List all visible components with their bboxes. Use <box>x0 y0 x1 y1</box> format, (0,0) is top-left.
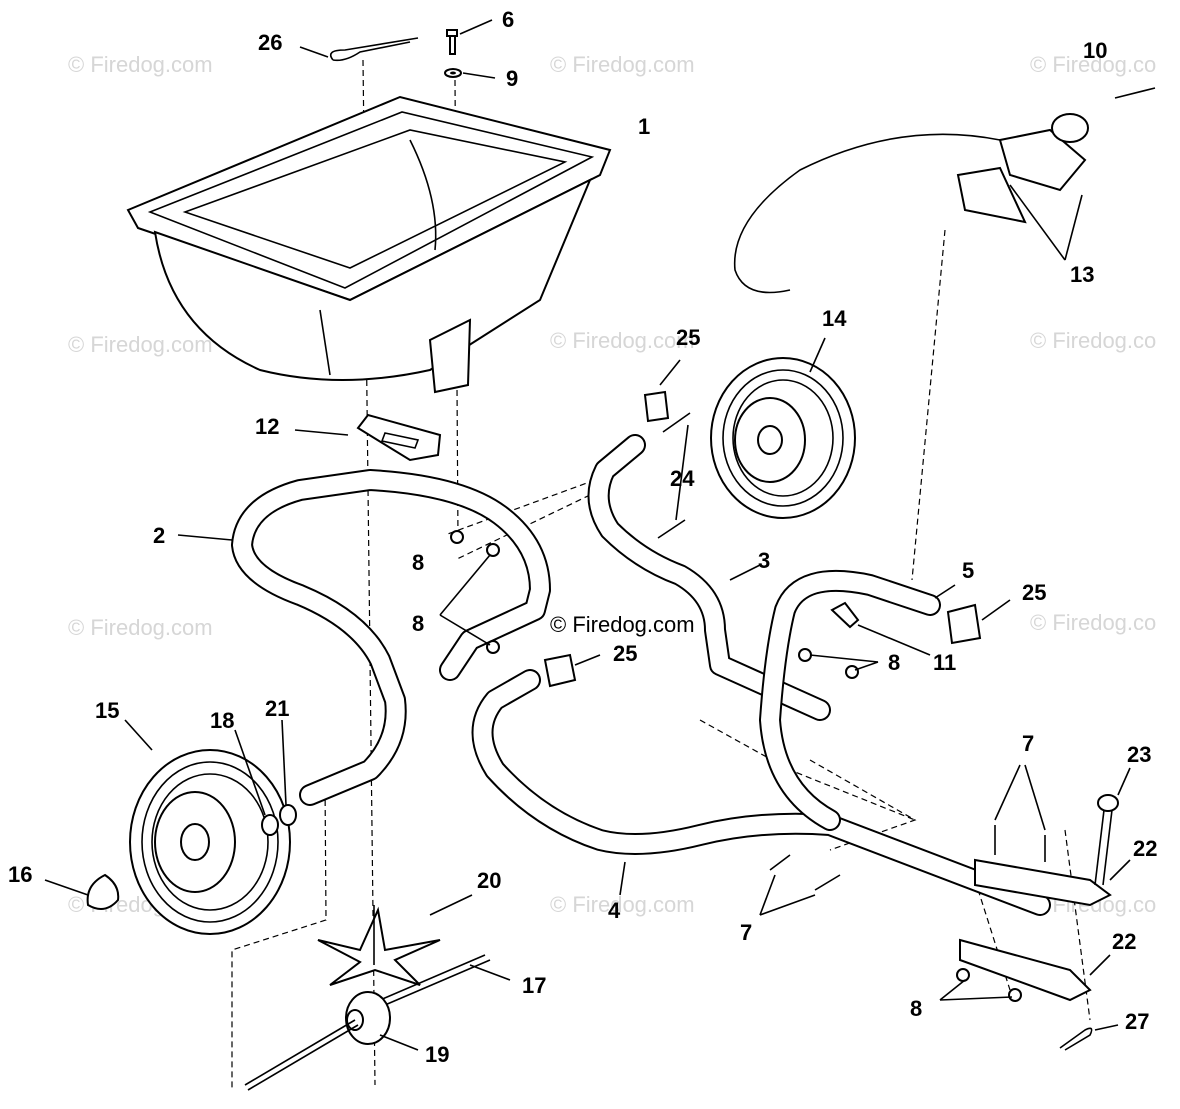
handle-upper <box>759 569 956 831</box>
upper-frame <box>177 469 551 806</box>
callout-25-right: 25 <box>1022 580 1046 605</box>
impeller-20 <box>317 894 473 986</box>
watermark: © Firedog.co <box>1030 610 1156 635</box>
lower-frame <box>471 669 1051 916</box>
callout-25-top: 25 <box>676 325 700 350</box>
callout-5: 5 <box>962 558 974 583</box>
bolt-6-and-washer-9 <box>444 19 496 79</box>
brackets-22 <box>959 858 1131 1002</box>
callout-22-upper: 22 <box>1133 836 1157 861</box>
wheel-15 <box>124 719 291 935</box>
end-caps <box>543 359 1011 688</box>
callout-1: 1 <box>638 114 650 139</box>
callout-7-upper: 7 <box>1022 731 1034 756</box>
watermark: © Firedog.com <box>550 52 695 77</box>
watermark: © Firedog.com <box>550 328 695 353</box>
callout-3: 3 <box>758 548 770 573</box>
callout-4: 4 <box>608 898 621 923</box>
control-assembly-13 <box>733 87 1156 294</box>
watermark: © Firedog.com <box>68 52 213 77</box>
callout-17: 17 <box>522 973 546 998</box>
callout-20: 20 <box>477 868 501 893</box>
bolts-7 <box>759 764 1046 916</box>
callout-22-lower: 22 <box>1112 929 1136 954</box>
axle-17 <box>379 954 511 1006</box>
callout-23: 23 <box>1127 742 1151 767</box>
callout-8-c: 8 <box>888 650 900 675</box>
hairpin-clip-27 <box>1059 1024 1119 1051</box>
watermark-center: © Firedog.com <box>550 612 695 637</box>
callout-2: 2 <box>153 523 165 548</box>
wheel-14 <box>710 337 856 519</box>
callout-18: 18 <box>210 708 234 733</box>
callout-11: 11 <box>933 650 956 675</box>
gear-19 <box>244 991 419 1091</box>
callout-16: 16 <box>8 862 32 887</box>
hub-cap-16 <box>44 873 120 910</box>
hairpin-clip-26 <box>299 37 419 62</box>
callout-24: 24 <box>670 466 695 491</box>
watermark: © Firedog.com <box>68 615 213 640</box>
nuts-8 <box>439 530 1022 1002</box>
callout-21: 21 <box>265 696 289 721</box>
callout-15: 15 <box>95 698 119 723</box>
callout-12: 12 <box>255 414 279 439</box>
callout-14: 14 <box>822 306 847 331</box>
pin-23 <box>1094 767 1131 886</box>
watermark: © Firedog.co <box>1030 52 1156 77</box>
callout-27: 27 <box>1125 1009 1149 1034</box>
callout-labels: 1 2 3 4 5 6 7 7 8 8 8 8 9 10 11 12 13 14… <box>8 7 1157 1067</box>
watermark: © Firedog.com <box>550 892 695 917</box>
callout-8-a: 8 <box>412 550 424 575</box>
hopper <box>126 95 612 394</box>
washers-18-21 <box>234 719 297 836</box>
callout-13: 13 <box>1070 262 1094 287</box>
bolts-24 <box>657 412 691 539</box>
watermark: © Firedog.co <box>1030 328 1156 353</box>
clip-11 <box>830 601 931 656</box>
callout-25-middle: 25 <box>613 641 637 666</box>
callout-8-d: 8 <box>910 996 922 1021</box>
callout-26: 26 <box>258 30 282 55</box>
callout-7-lower: 7 <box>740 920 752 945</box>
callout-9: 9 <box>506 66 518 91</box>
callout-10: 10 <box>1083 38 1107 63</box>
callout-8-b: 8 <box>412 611 424 636</box>
watermark: © Firedog.com <box>68 332 213 357</box>
callout-6: 6 <box>502 7 514 32</box>
callout-19: 19 <box>425 1042 449 1067</box>
shut-off-plate <box>294 413 442 462</box>
handle-lower-tube <box>587 434 831 721</box>
